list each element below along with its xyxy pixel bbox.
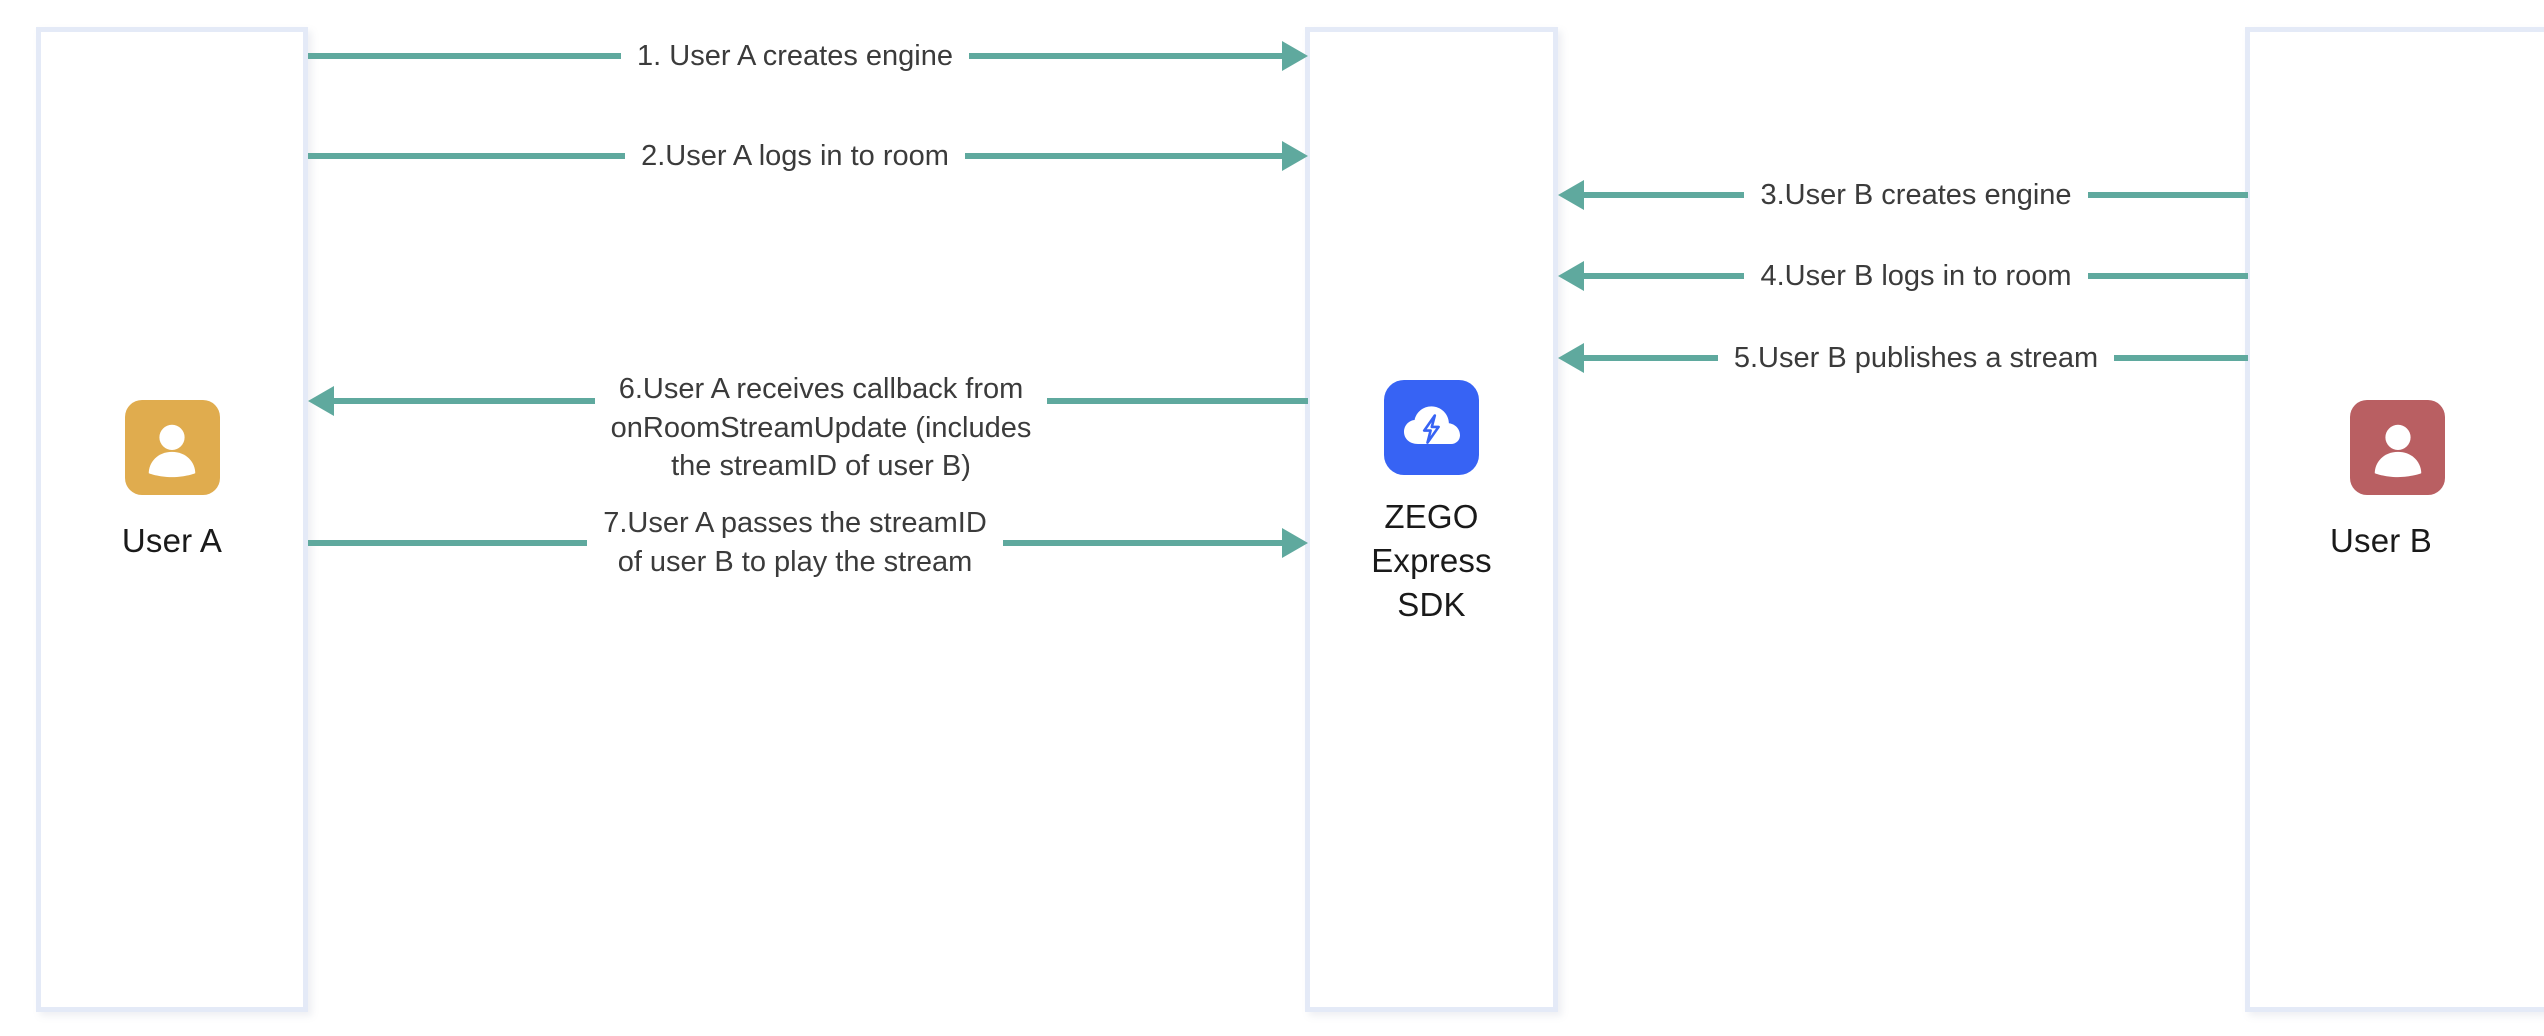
message-1-line-left: [308, 53, 622, 59]
message-5-label: 5.User B publishes a stream: [1733, 341, 2099, 374]
message-6: 6.User A receives callback from onRoomSt…: [308, 370, 1308, 482]
actor-user-b: User B: [2245, 400, 2544, 563]
lifeline-user-b: [2245, 27, 2544, 1012]
zego-label-line-2: Express: [1371, 541, 1492, 579]
message-3-label: 3.User B creates engine: [1760, 178, 2072, 211]
message-1-label: 1. User A creates engine: [637, 39, 953, 72]
lifeline-user-a: [36, 27, 308, 1012]
user-a-label: User A: [121, 522, 223, 559]
message-6-arrowhead-left-icon: [308, 386, 334, 416]
message-4-label: 4.User B logs in to room: [1760, 259, 2072, 292]
message-5-line-right: [2114, 355, 2248, 361]
message-2-line-left: [308, 153, 626, 159]
message-7-label: 7.User A passes the streamID of user B t…: [587, 504, 1003, 581]
message-2-arrowhead-right-icon: [1282, 141, 1308, 171]
message-1-line-right: [969, 53, 1283, 59]
message-7-line-left: [308, 540, 588, 546]
message-3-line-left: [1584, 192, 1745, 198]
message-4: 4.User B logs in to room: [1558, 260, 2249, 292]
message-5-line-left: [1584, 355, 1718, 361]
user-a-avatar-icon: [124, 400, 220, 495]
message-7-arrowhead-right-icon: [1282, 528, 1308, 558]
user-b-avatar-icon: [2350, 400, 2445, 495]
message-7-line-right: [1002, 540, 1282, 546]
message-1: 1. User A creates engine: [308, 40, 1309, 72]
message-4-arrowhead-left-icon: [1558, 261, 1584, 291]
zego-label-line-3: SDK: [1397, 585, 1466, 623]
message-3: 3.User B creates engine: [1558, 179, 2248, 211]
actor-user-a: User A: [36, 400, 308, 563]
actor-zego-express-sdk: ZEGO Express SDK: [1305, 380, 1558, 627]
message-4-line-right: [2087, 273, 2249, 279]
lifeline-zego-express-sdk: [1305, 27, 1558, 1012]
message-4-line-left: [1584, 273, 1745, 279]
message-7-label-line-2: of user B to play the stream: [617, 546, 973, 578]
message-7-label-line-1: 7.User A passes the streamID: [603, 507, 987, 540]
message-6-label-line-3: the streamID of user B): [671, 450, 971, 483]
message-2-label: 2.User A logs in to room: [641, 139, 949, 172]
message-7: 7.User A passes the streamID of user B t…: [308, 507, 1308, 578]
user-b-label: User B: [2329, 522, 2433, 559]
message-3-arrowhead-left-icon: [1558, 180, 1584, 210]
message-5: 5.User B publishes a stream: [1558, 342, 2248, 374]
message-6-line-right: [1047, 398, 1308, 404]
message-6-label-line-1: 6.User A receives callback from: [618, 373, 1024, 405]
message-6-line-left: [334, 398, 595, 404]
message-6-label-line-2: onRoomStreamUpdate (includes: [610, 411, 1032, 444]
message-2: 2.User A logs in to room: [308, 140, 1308, 172]
message-3-line-right: [2087, 192, 2248, 198]
zego-cloud-bolt-icon: [1384, 380, 1479, 475]
message-5-arrowhead-left-icon: [1558, 343, 1584, 373]
message-2-line-right: [964, 153, 1282, 159]
zego-label-line-1: ZEGO: [1384, 498, 1479, 535]
message-1-arrowhead-right-icon: [1282, 41, 1309, 71]
message-6-label: 6.User A receives callback from onRoomSt…: [595, 370, 1048, 486]
